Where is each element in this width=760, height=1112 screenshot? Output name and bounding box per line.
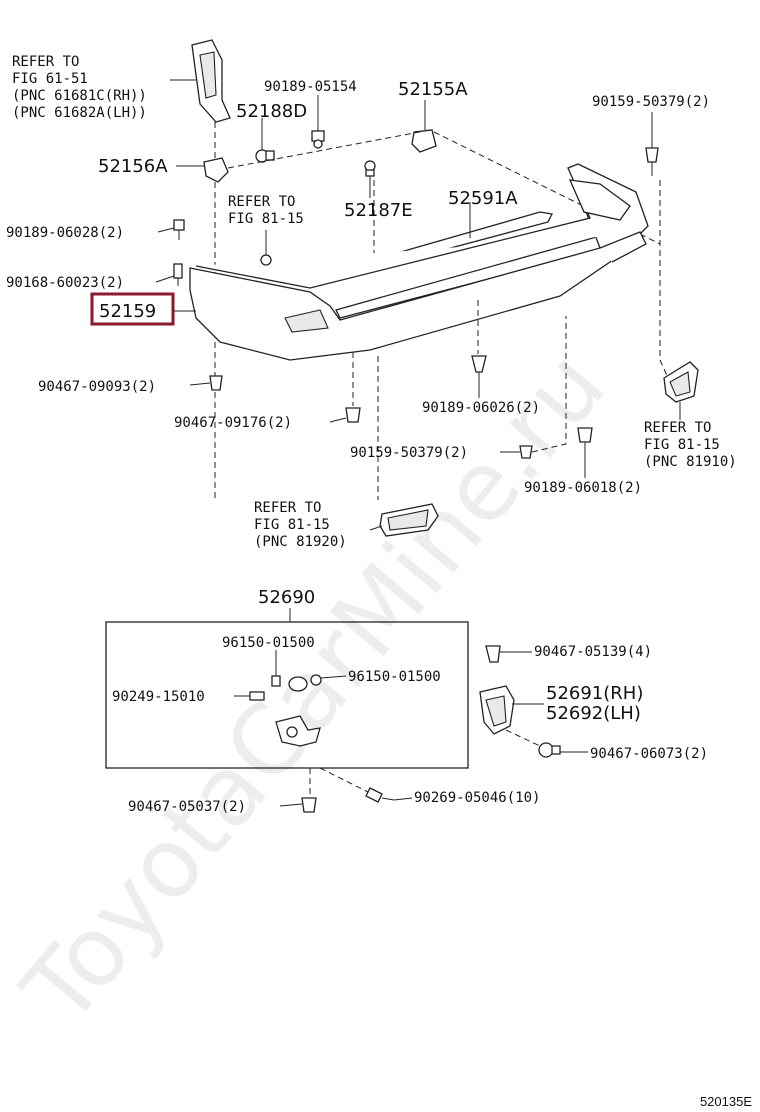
guide-line-06073: [505, 729, 541, 747]
guide-line-05046: [319, 767, 369, 793]
leader-96150-01500-b: [320, 675, 347, 679]
washer-96150-01500-a-part[interactable]: [271, 675, 281, 687]
label-52691[interactable]: 52691(RH): [546, 683, 643, 704]
label-96150-01500-a[interactable]: 96150-01500: [222, 635, 315, 651]
rivet-90269-05046-part[interactable]: [365, 787, 395, 803]
clip-90467-06073-part[interactable]: [538, 742, 561, 758]
washer-96150-01500-b-part[interactable]: [310, 674, 322, 686]
label-90467-09176[interactable]: 90467-09176(2): [174, 415, 292, 431]
clip-90189-06026-part[interactable]: [471, 355, 487, 373]
label-refer-fig61-line3: (PNC 61681C(RH)): [12, 88, 147, 104]
clip-90467-05037-part[interactable]: [301, 797, 317, 813]
label-52155a[interactable]: 52155A: [398, 79, 468, 100]
label-90467-05037[interactable]: 90467-05037(2): [128, 799, 246, 815]
label-52188d[interactable]: 52188D: [236, 101, 307, 122]
label-96150-01500-b[interactable]: 96150-01500: [348, 669, 441, 685]
clip-90467-09093-part[interactable]: [209, 375, 223, 391]
bumper-cover-52159-part[interactable]: [189, 163, 649, 361]
pin-90249-15010-part[interactable]: [249, 691, 265, 701]
reflector-81920-part[interactable]: [379, 503, 439, 537]
label-90467-05139[interactable]: 90467-05139(4): [534, 644, 652, 660]
label-52156a[interactable]: 52156A: [98, 156, 168, 177]
screw-refer-fig81-15-a-part[interactable]: [260, 254, 272, 266]
label-90189-06018[interactable]: 90189-06018(2): [524, 480, 642, 496]
label-refer-fig81-15-b-line1: REFER TO: [644, 420, 711, 436]
label-refer-fig61-line2: FIG 61-51: [12, 71, 88, 87]
label-90189-06028[interactable]: 90189-06028(2): [6, 225, 124, 241]
leader-90168-60023: [155, 275, 175, 283]
label-90189-06026[interactable]: 90189-06026(2): [422, 400, 540, 416]
label-52591a[interactable]: 52591A: [448, 188, 518, 209]
side-marker-lamp-81910-part[interactable]: [663, 361, 699, 403]
leader-90467-09093: [189, 382, 211, 386]
cushion-part[interactable]: [288, 676, 308, 692]
label-refer-fig81-15-a-line2: FIG 81-15: [228, 211, 304, 227]
label-refer-fig81-15-a-line1: REFER TO: [228, 194, 295, 210]
label-refer-fig81-15-b-line3: (PNC 81910): [644, 454, 737, 470]
label-refer-fig61-line4: (PNC 61682A(LH)): [12, 105, 147, 121]
label-90467-06073[interactable]: 90467-06073(2): [590, 746, 708, 762]
clip-90467-09176-part[interactable]: [345, 407, 361, 423]
clip-90467-05139-part[interactable]: [485, 645, 501, 663]
assembly-box-52690: [105, 621, 469, 769]
label-52159[interactable]: 52159: [99, 301, 156, 322]
label-refer-fig81-15-c-line2: FIG 81-15: [254, 517, 330, 533]
label-90159-50379-mid[interactable]: 90159-50379(2): [350, 445, 468, 461]
label-90159-50379-top[interactable]: 90159-50379(2): [592, 94, 710, 110]
label-refer-fig61-line1: REFER TO: [12, 54, 79, 70]
guide-line-81910: [659, 359, 669, 379]
label-refer-fig81-15-c-line3: (PNC 81920): [254, 534, 347, 550]
label-90189-05154[interactable]: 90189-05154: [264, 79, 357, 95]
highlight-box-52159: [90, 292, 175, 326]
watermark: ToyotaCarMine.ru: [1, 330, 627, 1045]
label-90269-05046[interactable]: 90269-05046(10): [414, 790, 540, 806]
label-52690[interactable]: 52690: [258, 587, 315, 608]
label-refer-fig81-15-b-line2: FIG 81-15: [644, 437, 720, 453]
label-52692[interactable]: 52692(LH): [546, 703, 641, 724]
retainer-bracket-part[interactable]: [275, 715, 321, 747]
retainer-52156a-part[interactable]: [203, 157, 229, 183]
bracket-52691-52692-part[interactable]: [479, 685, 515, 735]
retainer-52155a-part[interactable]: [411, 129, 437, 153]
side-bracket-part[interactable]: [191, 39, 231, 123]
leader-refer-81920: [369, 525, 383, 531]
label-90467-09093[interactable]: 90467-09093(2): [38, 379, 156, 395]
diagram-id: 520135E: [700, 1094, 752, 1109]
bolt-90168-60023-part[interactable]: [173, 263, 183, 286]
label-52187e[interactable]: 52187E: [344, 200, 413, 221]
guide-line-top: [227, 129, 661, 245]
clip-90189-06018-part[interactable]: [577, 427, 593, 443]
leader-90189-06028: [157, 227, 175, 233]
screw-90159-50379-top-part[interactable]: [645, 147, 659, 176]
guide-line-50379-mid: [531, 316, 567, 453]
screw-90159-50379-mid-part[interactable]: [519, 445, 533, 459]
leader-90467-09176: [329, 417, 347, 423]
label-refer-fig81-15-c-line1: REFER TO: [254, 500, 321, 516]
label-90249-15010[interactable]: 90249-15010: [112, 689, 205, 705]
clip-90189-05154-part[interactable]: [311, 130, 325, 149]
leader-90467-05037: [279, 803, 303, 807]
label-90168-60023[interactable]: 90168-60023(2): [6, 275, 124, 291]
leader-90269-05046: [393, 797, 413, 801]
clip-90189-06028-part[interactable]: [173, 219, 185, 240]
